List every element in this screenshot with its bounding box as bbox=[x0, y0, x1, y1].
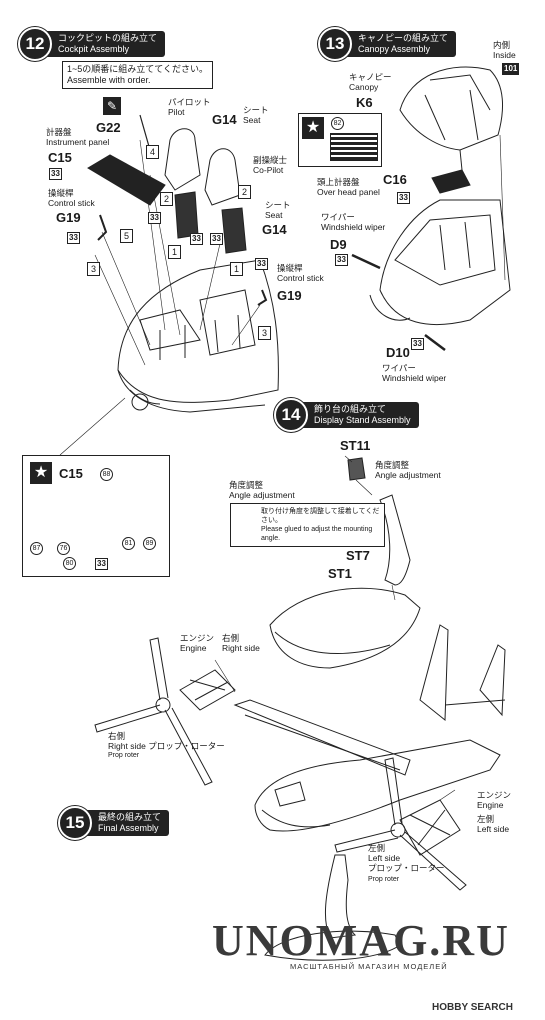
step-number: 13 bbox=[318, 27, 352, 61]
part-st7: ST7 bbox=[346, 548, 370, 563]
engine-left-label: エンジン Engine 左側 Left side bbox=[477, 790, 512, 834]
part-g19-left: G19 bbox=[56, 210, 81, 225]
part-c16: C16 bbox=[383, 172, 407, 187]
hobby-search-logo: HOBBY SEARCH bbox=[432, 1002, 513, 1013]
inside-label: 内側 Inside bbox=[493, 40, 516, 60]
color-badge-33: 33 bbox=[255, 258, 268, 270]
engine-right-label: エンジン Engine bbox=[180, 633, 215, 653]
engine-right bbox=[179, 669, 236, 711]
step-13-header: 13 キャノピーの組み立て Canopy Assembly bbox=[318, 27, 457, 61]
part-g22: G22 bbox=[96, 120, 121, 135]
part-c15: C15 bbox=[48, 150, 72, 165]
part-g14-right: G14 bbox=[262, 222, 287, 237]
unomag-subtitle: МАСШТАБНЫЙ МАГАЗИН МОДЕЛЕЙ bbox=[290, 962, 448, 971]
star-icon: ★ bbox=[302, 117, 324, 139]
seat-right bbox=[221, 207, 247, 254]
step-title: 飾り台の組み立て Display Stand Assembly bbox=[300, 402, 419, 428]
prop-rotor-right bbox=[94, 637, 213, 786]
rotor-right-label: 右側 Right side プロップ・ローター Prop roter bbox=[108, 731, 225, 759]
pilot-label: パイロット Pilot bbox=[168, 97, 211, 117]
pilot-figure bbox=[164, 128, 201, 191]
order-num-2: 2 bbox=[160, 192, 173, 206]
part-g19-right: G19 bbox=[277, 288, 302, 303]
step-14-header: 14 飾り台の組み立て Display Stand Assembly bbox=[274, 398, 419, 432]
color-badge-33: 33 bbox=[335, 254, 348, 266]
part-st1: ST1 bbox=[328, 566, 352, 581]
engine-right-side-label: 右側 Right side bbox=[222, 633, 260, 653]
part-k6: K6 bbox=[356, 95, 373, 110]
seat-label-right: シート Seat bbox=[265, 200, 291, 220]
rotor-left-label: 左側 Left side プロップ・ローター Prop roter bbox=[368, 843, 445, 883]
color-badge-33: 33 bbox=[397, 192, 410, 204]
overhead-decal-graphic bbox=[330, 133, 378, 161]
angle-label-right: 角度調整 Angle adjustment bbox=[375, 460, 441, 480]
wiper-label-bottom: ワイパー Windshield wiper bbox=[382, 363, 447, 383]
canopy-k6 bbox=[399, 66, 503, 151]
step-15-header: 15 最終の組み立て Final Assembly bbox=[58, 806, 170, 840]
decal-76: 76 bbox=[57, 542, 70, 555]
seat-left bbox=[174, 191, 199, 239]
part-d10: D10 bbox=[386, 345, 410, 360]
order-num-3: 3 bbox=[258, 326, 271, 340]
step-title: 最終の組み立て Final Assembly bbox=[84, 810, 170, 836]
glue-angle-note: 取り付け角度を調整して接着してください。 Please glued to adj… bbox=[230, 503, 385, 547]
decal-81: 81 bbox=[122, 537, 135, 550]
order-num-3: 3 bbox=[87, 262, 100, 276]
color-badge-33: 33 bbox=[67, 232, 80, 244]
osprey-tail bbox=[419, 624, 449, 722]
final-stand bbox=[324, 854, 357, 939]
part-d9: D9 bbox=[330, 237, 347, 252]
color-badge-101: 101 bbox=[502, 63, 520, 75]
decal-82: 82 bbox=[331, 117, 344, 130]
step-number: 12 bbox=[18, 27, 52, 61]
color-badge-33: 33 bbox=[148, 212, 161, 224]
order-num-4: 4 bbox=[146, 145, 159, 159]
step-number: 15 bbox=[58, 806, 92, 840]
instrument-panel-label: 計器盤 Instrument panel bbox=[46, 127, 110, 147]
color-badge-33: 33 bbox=[210, 233, 223, 245]
control-stick-label-right: 操縦桿 Control stick bbox=[277, 263, 324, 283]
seat-label-top: シート Seat bbox=[243, 105, 269, 125]
color-badge-33: 33 bbox=[95, 558, 108, 570]
glue-icon: ✎ bbox=[103, 97, 121, 115]
decal-89: 89 bbox=[143, 537, 156, 550]
order-num-2: 2 bbox=[238, 185, 251, 199]
engine-left bbox=[399, 799, 461, 856]
copilot-figure bbox=[204, 148, 241, 206]
color-badge-33: 33 bbox=[190, 233, 203, 245]
inset-part-c15: C15 bbox=[59, 466, 83, 481]
star-icon: ★ bbox=[30, 462, 52, 484]
wiper-label-top: ワイパー Windshield wiper bbox=[321, 212, 386, 232]
overhead-panel-c16 bbox=[431, 169, 471, 194]
color-badge-33: 33 bbox=[411, 338, 424, 350]
part-st11: ST11 bbox=[340, 438, 371, 453]
decal-88: 88 bbox=[100, 468, 113, 481]
cockpit-fuselage bbox=[117, 259, 279, 403]
order-num-1: 1 bbox=[168, 245, 181, 259]
angle-label-left: 角度調整 Angle adjustment bbox=[229, 480, 295, 500]
stand-base-st1 bbox=[269, 587, 421, 669]
color-badge-33: 33 bbox=[49, 168, 62, 180]
step-title: コックピットの組み立て Cockpit Assembly bbox=[44, 31, 166, 57]
decal-87: 87 bbox=[30, 542, 43, 555]
assembly-order-note: 1~5の順番に組み立ててください。 Assemble with order. bbox=[62, 61, 213, 89]
canopy-fuselage bbox=[379, 199, 511, 326]
prop-rotor-left bbox=[334, 757, 467, 891]
decal-80: 80 bbox=[63, 557, 76, 570]
step-number: 14 bbox=[274, 398, 308, 432]
step-title: キャノピーの組み立て Canopy Assembly bbox=[344, 31, 457, 57]
step-12-header: 12 コックピットの組み立て Cockpit Assembly bbox=[18, 27, 166, 61]
instrument-panel bbox=[87, 154, 166, 206]
stand-arm-st7 bbox=[379, 494, 411, 586]
part-g14-top: G14 bbox=[212, 112, 237, 127]
order-num-5: 5 bbox=[120, 229, 133, 243]
stand-top-st11 bbox=[347, 457, 366, 481]
overhead-panel-label: 頭上計器盤 Over head panel bbox=[317, 177, 380, 197]
control-stick-label-left: 操縦桿 Control stick bbox=[48, 188, 95, 208]
unomag-watermark: UNOMAG.RU bbox=[212, 916, 510, 965]
osprey-fuselage bbox=[254, 739, 501, 832]
copilot-label: 副操縦士 Co-Pilot bbox=[253, 155, 288, 175]
canopy-label: キャノピー Canopy bbox=[349, 72, 392, 92]
order-num-1: 1 bbox=[230, 262, 243, 276]
